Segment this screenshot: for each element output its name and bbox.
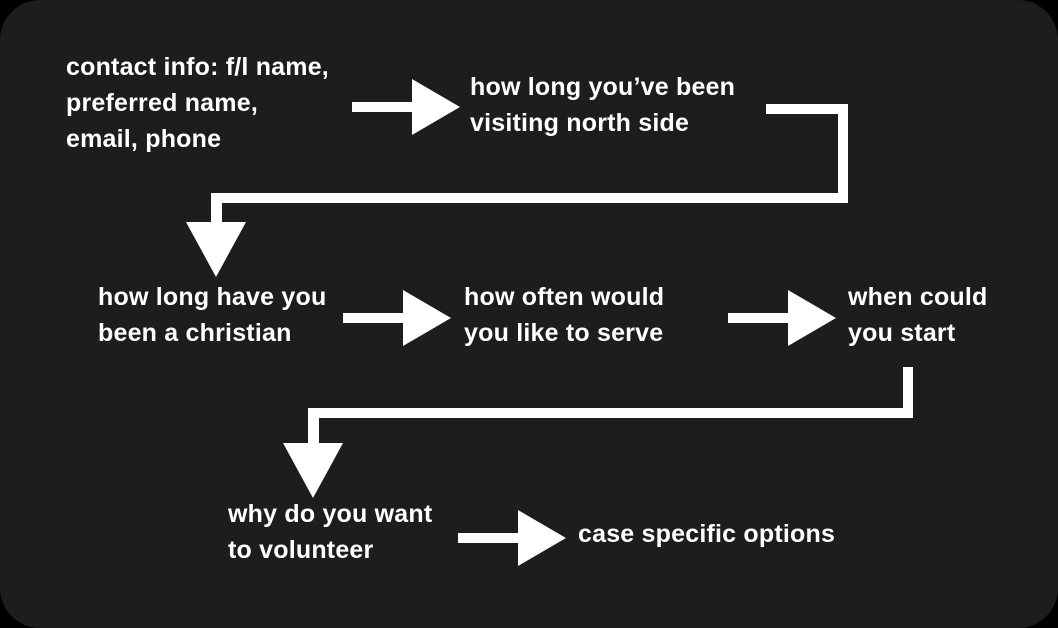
node-text-line: preferred name, [66, 89, 258, 117]
node-text-line: when could [848, 283, 988, 311]
node-christian-duration: how long have you been a christian [98, 279, 326, 351]
node-visiting-duration: how long you’ve been visiting north side [470, 69, 735, 141]
connector1-right-vertical-segment [838, 104, 848, 203]
node-volunteer-reason: why do you want to volunteer [228, 496, 432, 568]
node-text-line: you like to serve [464, 319, 664, 347]
node-text-line: you start [848, 319, 956, 347]
node-text-line: how long you’ve been [470, 73, 736, 101]
node-text-line: been a christian [98, 319, 292, 347]
connector1-top-horizontal-segment [766, 104, 848, 114]
node-text-line: email, phone [66, 125, 222, 153]
node-case-options: case specific options [578, 516, 835, 552]
connector2-stub-vertical-segment [308, 408, 319, 444]
node-text-line: case specific options [578, 520, 836, 548]
connector2-right-vertical-segment [903, 367, 913, 418]
arrowhead-down-icon [283, 443, 343, 498]
arrowhead-down-icon [186, 222, 246, 277]
node-text-line: to volunteer [228, 536, 374, 564]
node-serve-frequency: how often would you like to serve [464, 279, 664, 351]
arrowhead-right-icon [518, 510, 566, 566]
node-text-line: how long have you [98, 283, 327, 311]
arrowhead-right-icon [403, 290, 451, 346]
node-text-line: why do you want [228, 500, 433, 528]
arrowhead-right-icon [412, 79, 460, 135]
arrow-shaft [352, 102, 412, 112]
arrow-right-icon [458, 510, 566, 566]
node-text-line: how often would [464, 283, 665, 311]
connector1-stub-vertical-segment [211, 193, 222, 224]
node-start-date: when could you start [848, 279, 988, 351]
arrowhead-right-icon [788, 290, 836, 346]
node-text-line: visiting north side [470, 109, 690, 137]
arrow-right-icon [352, 79, 460, 135]
arrow-right-icon [343, 290, 451, 346]
connector2-long-horizontal-segment [312, 408, 913, 418]
connector1-long-horizontal-segment [212, 193, 848, 203]
node-text-line: contact info: f/l name, [66, 53, 329, 81]
arrow-shaft [728, 313, 788, 323]
arrow-right-icon [728, 290, 836, 346]
arrow-shaft [458, 533, 518, 543]
node-contact-info: contact info: f/l name, preferred name, … [66, 49, 329, 157]
arrow-shaft [343, 313, 403, 323]
